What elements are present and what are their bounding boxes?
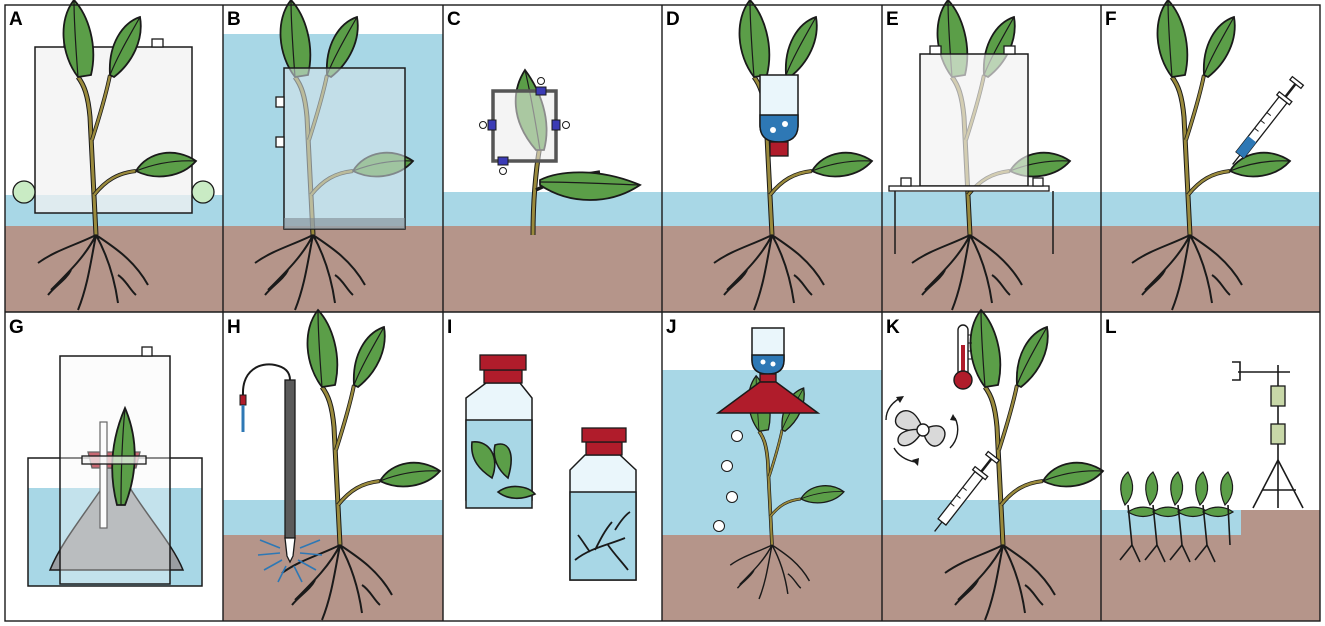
fan-icon	[885, 396, 959, 466]
panel-h	[223, 310, 443, 621]
panel-d	[662, 0, 882, 312]
panel-i	[465, 354, 637, 581]
panel-label-g: G	[9, 317, 24, 338]
panel-label-d: D	[666, 9, 680, 30]
panel-c	[443, 68, 662, 312]
panel-grid	[4, 4, 1321, 622]
panel-label-h: H	[227, 317, 241, 338]
panel-label-j: J	[666, 317, 677, 338]
panel-label-b: B	[227, 9, 241, 30]
panel-label-c: C	[447, 9, 461, 30]
panel-b	[223, 0, 443, 312]
panel-label-k: K	[886, 317, 900, 338]
panel-l	[1101, 361, 1320, 621]
panel-k	[882, 310, 1103, 621]
panel-f	[1101, 0, 1320, 312]
panel-label-a: A	[9, 9, 23, 30]
panel-j	[662, 327, 882, 621]
panel-label-e: E	[886, 9, 899, 30]
panel-label-l: L	[1105, 317, 1117, 338]
panel-g	[27, 346, 203, 587]
panel-a	[5, 0, 223, 312]
panel-e	[882, 0, 1101, 312]
panel-label-i: I	[447, 317, 452, 338]
panel-label-f: F	[1105, 9, 1117, 30]
